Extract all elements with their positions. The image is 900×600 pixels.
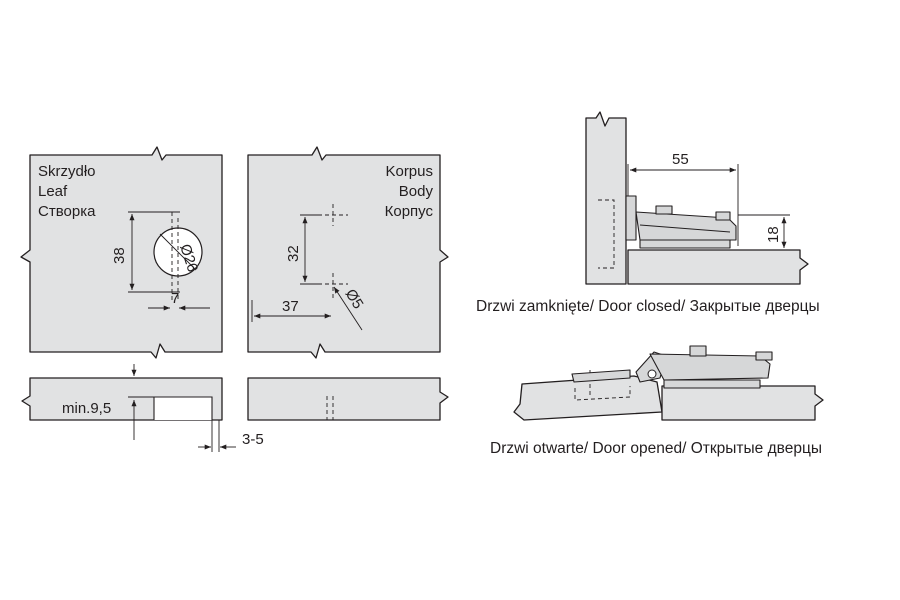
leaf-label-pl: Skrzydło (38, 163, 96, 180)
opened-caption: Drzwi otwarte/ Door opened/ Открытые две… (490, 440, 822, 457)
body-label: Korpus Body Корпус (385, 163, 434, 220)
body-label-ru: Корпус (385, 203, 434, 220)
body-plate (247, 146, 449, 359)
gap-dimension (198, 420, 236, 452)
closed-height-label: 18 (765, 226, 782, 243)
body-offset-label: 37 (282, 298, 299, 315)
closed-caption: Drzwi zamknięte/ Door closed/ Закрытые д… (476, 298, 820, 315)
leaf-label: Skrzydło Leaf Створка (38, 163, 96, 220)
body-label-en: Body (399, 183, 434, 200)
screw-hole-marks (318, 204, 348, 300)
closed-hinge (598, 195, 737, 269)
opened-door-panel (513, 375, 663, 421)
leaf-label-en: Leaf (38, 183, 68, 200)
closed-width-dimension (627, 164, 739, 246)
min-depth-label: min.9,5 (62, 400, 111, 417)
body-height-dimension (300, 214, 318, 285)
leaf-section (21, 377, 223, 421)
leaf-label-ru: Створка (38, 203, 96, 220)
closed-cabinet-side (585, 111, 627, 285)
leaf-offset-label: 7 (171, 290, 179, 307)
body-section (247, 377, 449, 421)
gap-label: 3-5 (242, 431, 264, 448)
body-label-pl: Korpus (385, 163, 433, 180)
closed-width-label: 55 (672, 151, 689, 168)
opened-hinge (571, 345, 773, 401)
leaf-height-dimension (128, 211, 180, 293)
cup-hole (153, 212, 203, 300)
leaf-plate (20, 146, 223, 359)
min-depth-dimension (128, 364, 154, 440)
screw-diameter-leader (333, 286, 363, 331)
closed-door-panel (627, 249, 809, 285)
body-height-label: 32 (285, 245, 302, 262)
leaf-height-label: 38 (111, 247, 128, 264)
closed-height-dimension (738, 214, 790, 251)
opened-cabinet-side (661, 385, 824, 421)
body-offset-dimension (251, 300, 331, 322)
